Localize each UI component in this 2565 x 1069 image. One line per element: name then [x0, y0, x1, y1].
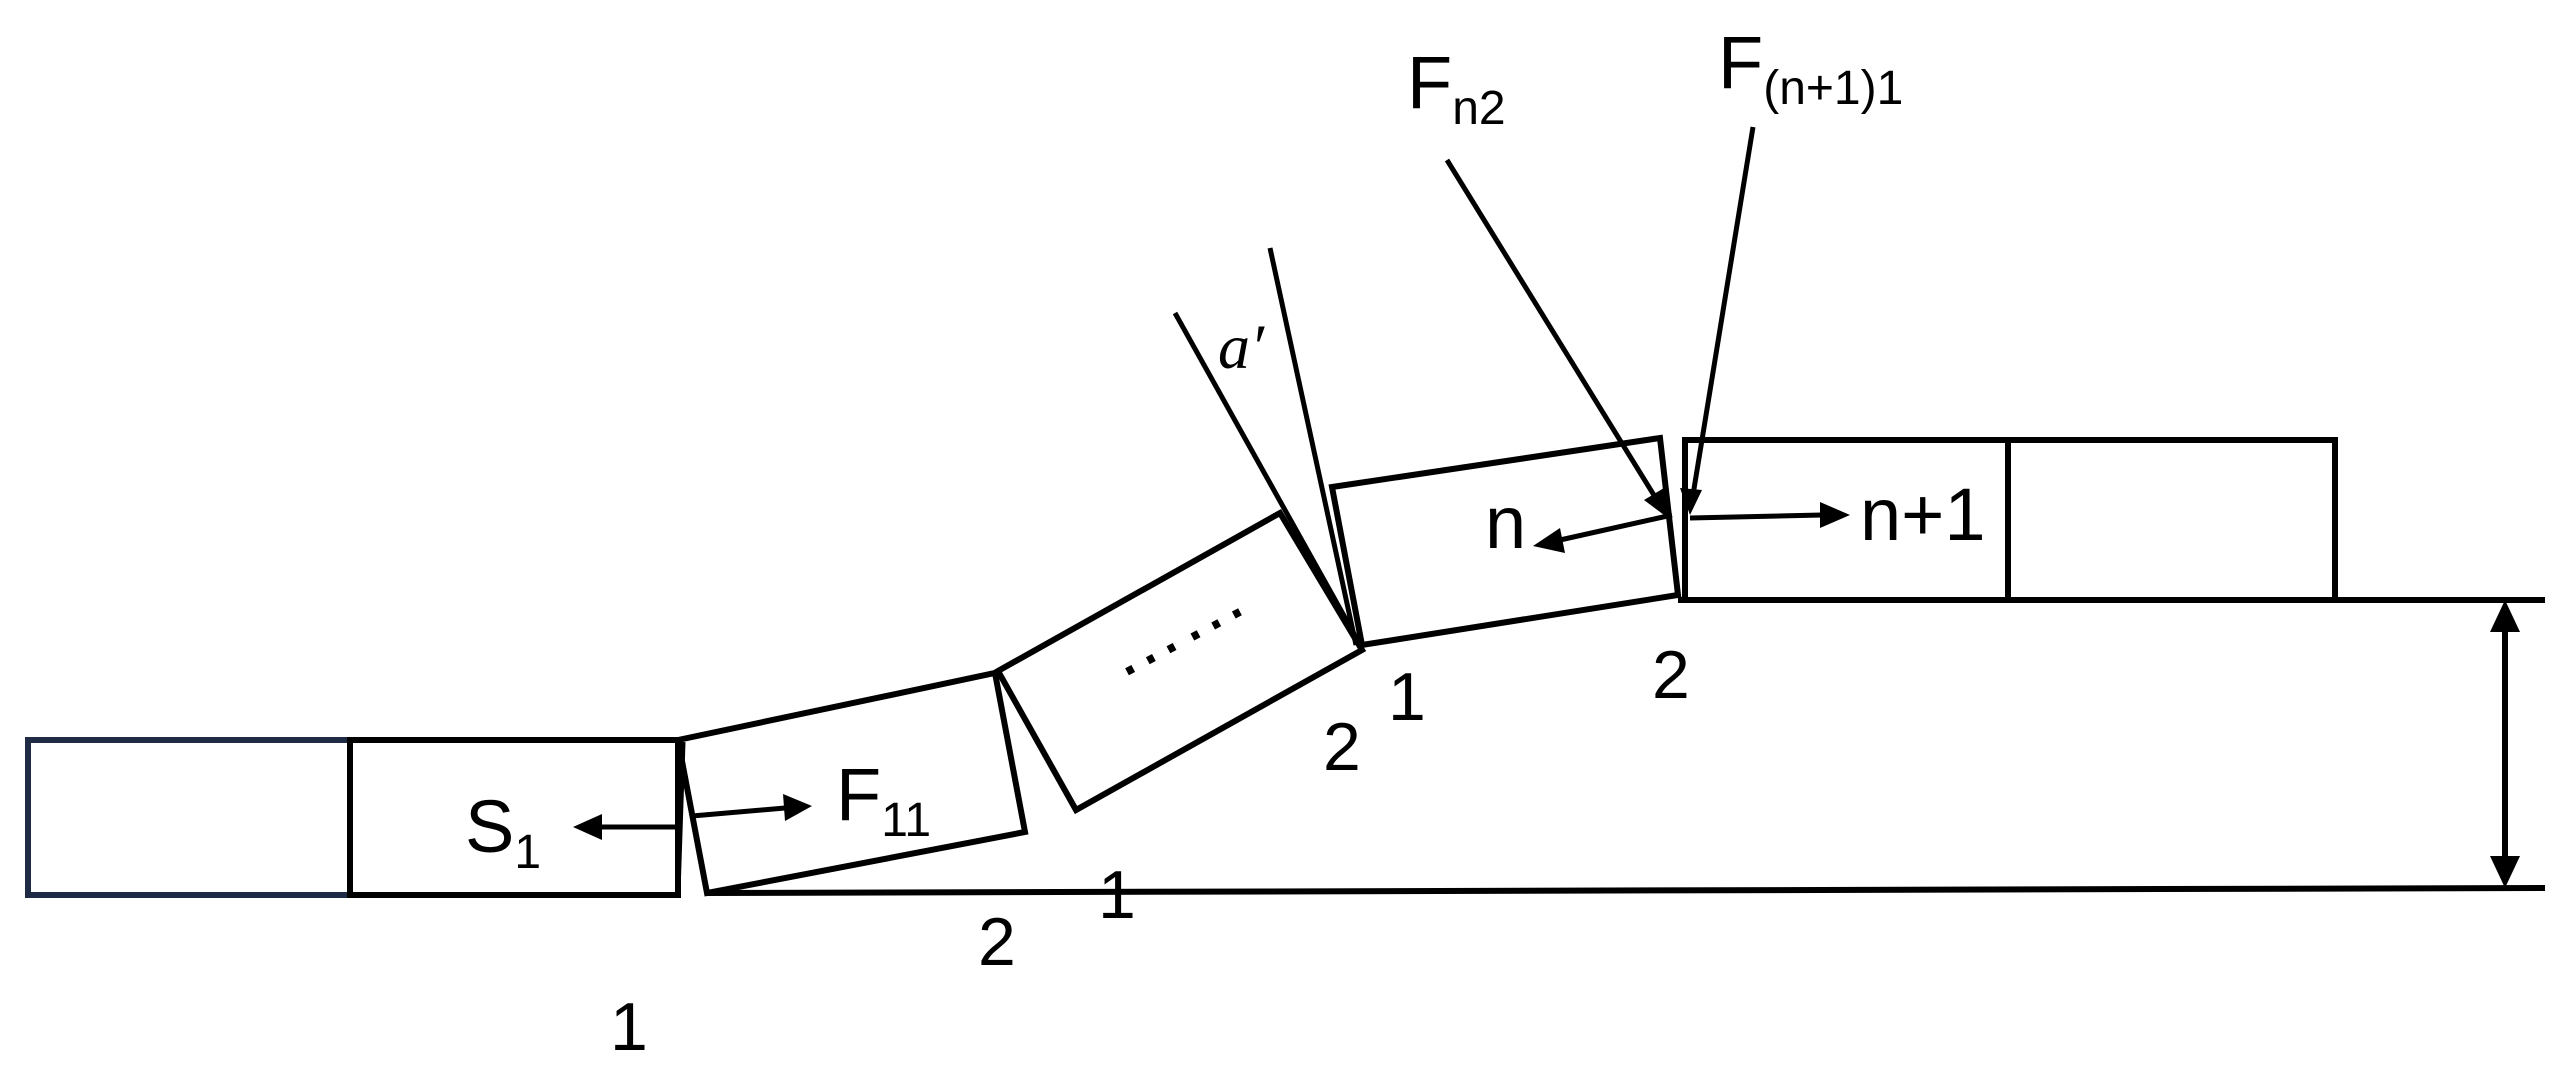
- s1-arrowhead: [573, 814, 602, 840]
- angle-ref-line-b: [1267, 247, 1359, 646]
- f11-label: F11: [836, 753, 931, 847]
- pivot-line-1: [675, 741, 686, 894]
- fn2-label: Fn2: [1407, 41, 1506, 135]
- height-arrow-bottom: [2490, 856, 2520, 888]
- block-n-plus-1-label: n+1: [1860, 473, 1986, 556]
- n-plus-1-arrowhead: [1820, 502, 1850, 528]
- vertex-label-2-block1: 2: [978, 904, 1016, 980]
- block-n-label: n: [1485, 481, 1526, 564]
- s1-label: S1: [465, 785, 541, 879]
- force-arrow-fn1p1: [1680, 488, 1702, 515]
- vertex-label-2-mid: 2: [1323, 709, 1361, 785]
- height-arrow-top: [2490, 600, 2520, 632]
- n-arrowhead: [1533, 528, 1565, 553]
- f11-arrowhead: [783, 794, 812, 821]
- lower-ground-line: [704, 885, 2546, 896]
- left-block-outer: [25, 737, 353, 898]
- tilted-block-n: [1328, 434, 1682, 649]
- right-block-outer: [2005, 437, 2338, 603]
- force-line-fn1p1: [1690, 126, 1756, 496]
- force-line-fn2: [1444, 158, 1663, 507]
- angle-label: a′: [1218, 311, 1265, 382]
- n-plus-1-arrow-line: [1689, 512, 1823, 521]
- angle-ref-line-a: [1172, 311, 1365, 650]
- f11-arrow-line: [691, 805, 786, 819]
- vertex-label-1-mid: 1: [1388, 659, 1426, 735]
- tilted-block-1: [674, 669, 1029, 897]
- tilted-block-middle: [993, 508, 1367, 815]
- vertex-label-1-ground: 1: [610, 989, 648, 1065]
- fnp1-label: F(n+1)1: [1718, 21, 1903, 115]
- n-arrow-line: [1559, 512, 1673, 543]
- vertex-label-1-block1: 1: [1098, 857, 1136, 933]
- vertex-label-2-n: 2: [1652, 637, 1690, 713]
- force-arrow-fn2: [1644, 488, 1668, 518]
